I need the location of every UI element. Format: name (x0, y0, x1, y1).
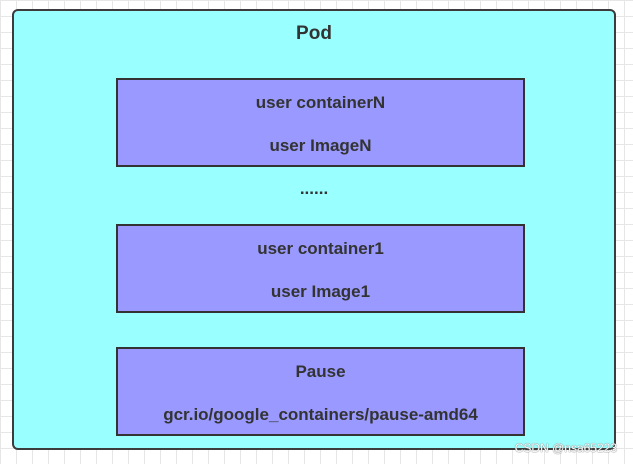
pause-container-box: Pause gcr.io/google_containers/pause-amd… (116, 347, 525, 436)
container-box-1: user container1 user Image1 (116, 224, 525, 313)
watermark: CSDN @nsa65223 (514, 441, 617, 455)
pause-image: gcr.io/google_containers/pause-amd64 (163, 405, 478, 424)
container-image: user Image1 (270, 282, 371, 301)
container-box-n: user containerN user ImageN (116, 78, 525, 167)
container-name: user containerN (255, 93, 386, 112)
container-name: user container1 (257, 239, 384, 258)
pod-title: Pod (296, 23, 332, 44)
ellipsis-text: ...... (299, 179, 329, 198)
pause-name: Pause (295, 362, 346, 381)
container-image: user ImageN (269, 136, 372, 155)
pod-box: Pod user containerN user ImageN ...... u… (12, 9, 616, 450)
